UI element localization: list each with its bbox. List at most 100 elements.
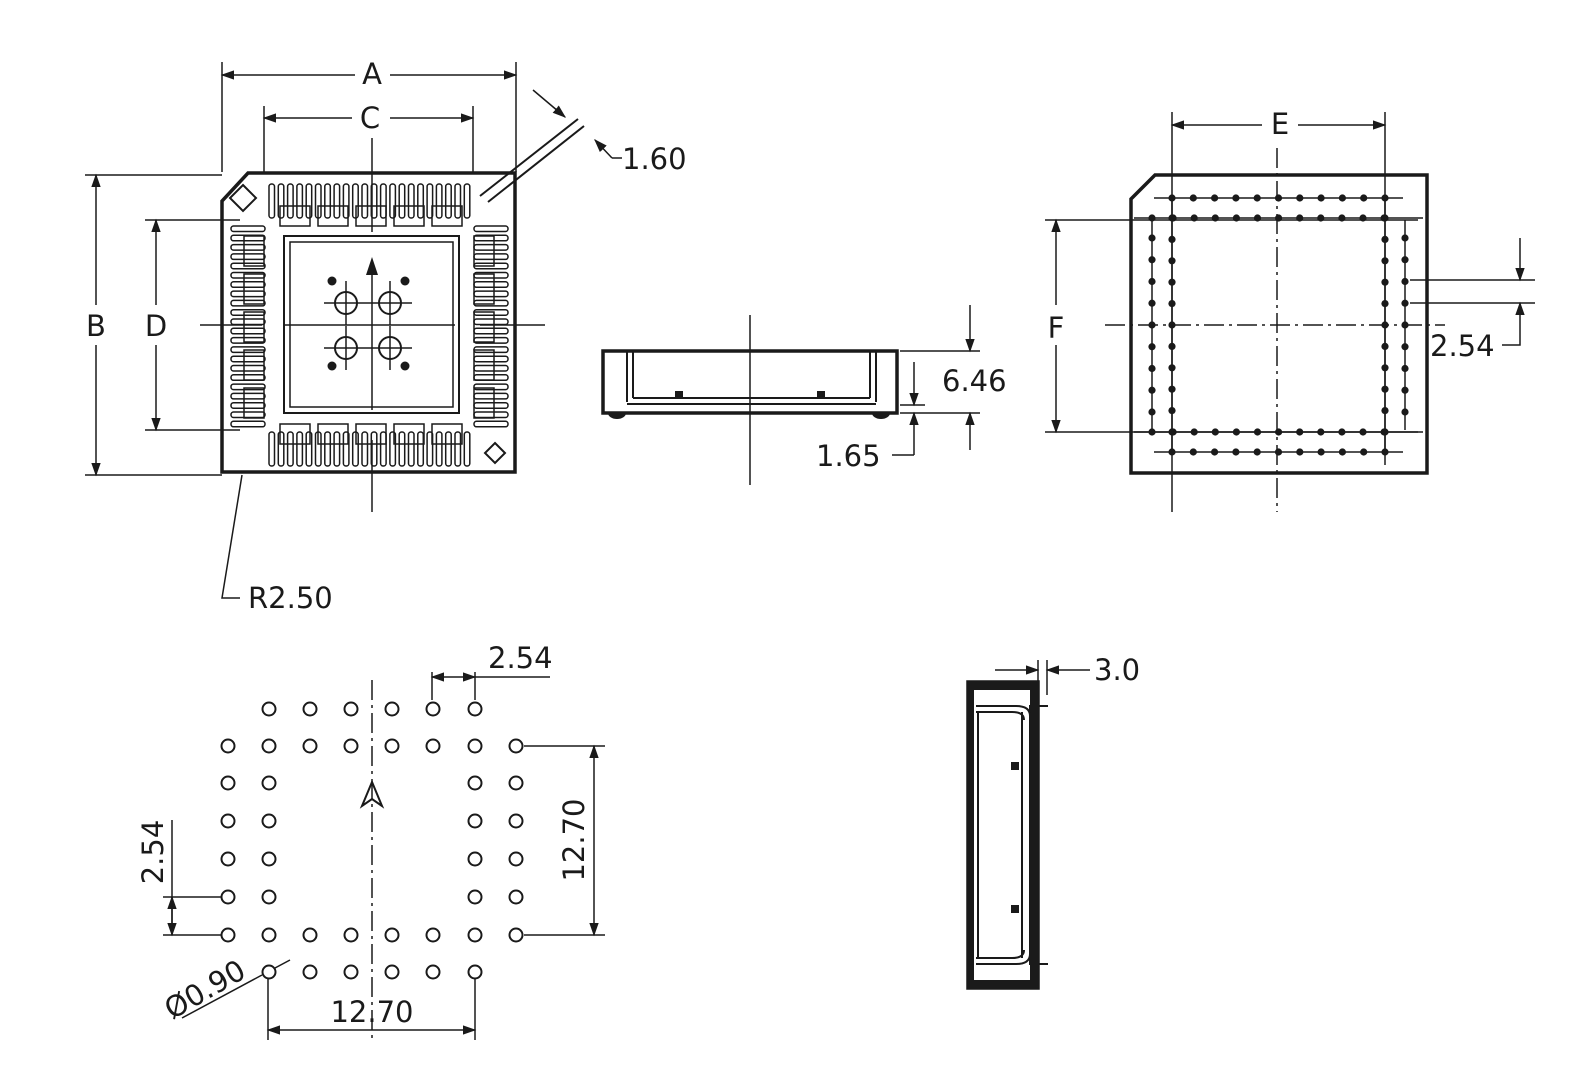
contact-spring	[230, 243, 266, 251]
contact-spring	[454, 431, 462, 467]
top-view: A C B D 1.60 R2.50	[85, 57, 687, 615]
contact-spring	[230, 383, 266, 391]
contact-cavity	[317, 423, 349, 445]
footprint-hole	[467, 738, 483, 754]
contact-spring	[230, 299, 266, 307]
footprint-hole	[261, 964, 277, 980]
dim-label-f: F	[1048, 311, 1065, 345]
contact-cavity	[473, 387, 495, 419]
contact-spring	[473, 327, 509, 335]
dim-total-height: 6.46	[942, 364, 1007, 398]
contact-spring	[286, 183, 294, 219]
contact-cavity	[279, 423, 311, 445]
contact-spring	[417, 431, 425, 467]
footprint-hole	[220, 775, 236, 791]
contact-spring	[230, 411, 266, 419]
contact-spring	[473, 355, 509, 363]
contact-spring	[417, 183, 425, 219]
footprint-hole	[302, 927, 318, 943]
contact-cavity	[473, 349, 495, 381]
contact-spring	[230, 290, 266, 298]
footprint-hole	[467, 889, 483, 905]
footprint-hole	[343, 701, 359, 717]
contact-spring	[463, 183, 471, 219]
contact-spring	[473, 243, 509, 251]
contact-spring	[333, 183, 341, 219]
dim-label-a: A	[362, 57, 382, 91]
contact-spring	[305, 431, 313, 467]
contact-spring	[324, 183, 332, 219]
footprint-hole	[261, 889, 277, 905]
contact-spring	[435, 431, 443, 467]
contact-spring	[389, 183, 397, 219]
contact-cavity	[393, 205, 425, 227]
contact-spring	[473, 318, 509, 326]
contact-cavity	[279, 205, 311, 227]
dim-pitch-bottom: 2.54	[136, 820, 170, 885]
contact-spring	[230, 336, 266, 344]
footprint-hole	[220, 889, 236, 905]
contact-spring	[342, 183, 350, 219]
footprint-hole	[302, 964, 318, 980]
pcb-footprint: 2.54 12.70 2.54 12.70 Ø0.90	[136, 641, 605, 1040]
end-view: 3.0	[966, 653, 1140, 990]
contact-spring	[473, 364, 509, 372]
footprint-hole	[425, 964, 441, 980]
contact-spring	[230, 392, 266, 400]
contact-cavity	[355, 423, 387, 445]
contact-spring	[426, 431, 434, 467]
footprint-hole	[343, 964, 359, 980]
contact-spring	[305, 183, 313, 219]
contact-spring	[230, 420, 266, 428]
contact-spring	[333, 431, 341, 467]
contact-spring	[473, 225, 509, 233]
contact-spring	[473, 383, 509, 391]
contact-spring	[286, 431, 294, 467]
footprint-holes	[220, 701, 524, 980]
contact-spring	[426, 183, 434, 219]
footprint-hole	[467, 851, 483, 867]
dim-label-d: D	[145, 309, 167, 343]
contact-spring	[473, 392, 509, 400]
registration-dot	[327, 276, 337, 286]
contact-spring	[268, 431, 276, 467]
footprint-hole	[343, 927, 359, 943]
contact-spring	[398, 431, 406, 467]
side-view: 6.46 1.65	[601, 305, 1007, 485]
footprint-hole	[508, 927, 524, 943]
bottom-view: E F 2.54	[1045, 107, 1535, 512]
dim-lead-width: 1.60	[622, 142, 687, 176]
dim-span-vertical: 12.70	[557, 798, 591, 881]
footprint-hole	[425, 927, 441, 943]
footprint-hole	[261, 738, 277, 754]
contact-spring	[473, 411, 509, 419]
footprint-hole	[467, 964, 483, 980]
footprint-hole	[220, 851, 236, 867]
contact-spring	[277, 183, 285, 219]
footprint-hole	[302, 701, 318, 717]
dim-hole-diameter: Ø0.90	[159, 953, 252, 1026]
dim-side-thickness: 3.0	[1094, 653, 1140, 687]
contact-spring	[389, 431, 397, 467]
contact-spring	[230, 401, 266, 409]
registration-dot	[400, 276, 410, 286]
contact-spring	[296, 183, 304, 219]
contact-spring	[454, 183, 462, 219]
contact-cavity	[473, 273, 495, 305]
footprint-hole	[508, 889, 524, 905]
contact-cavity	[473, 311, 495, 343]
footprint-hole	[220, 738, 236, 754]
contact-spring	[398, 183, 406, 219]
registration-dot	[327, 361, 337, 371]
footprint-hole	[508, 851, 524, 867]
footprint-hole	[261, 813, 277, 829]
dim-label-e: E	[1271, 107, 1289, 141]
contact-spring	[230, 271, 266, 279]
contact-spring	[268, 183, 276, 219]
footprint-hole	[467, 775, 483, 791]
footprint-hole	[384, 964, 400, 980]
contact-spring	[473, 420, 509, 428]
contact-spring	[230, 327, 266, 335]
footprint-hole	[467, 701, 483, 717]
dim-corner-radius: R2.50	[248, 581, 333, 615]
